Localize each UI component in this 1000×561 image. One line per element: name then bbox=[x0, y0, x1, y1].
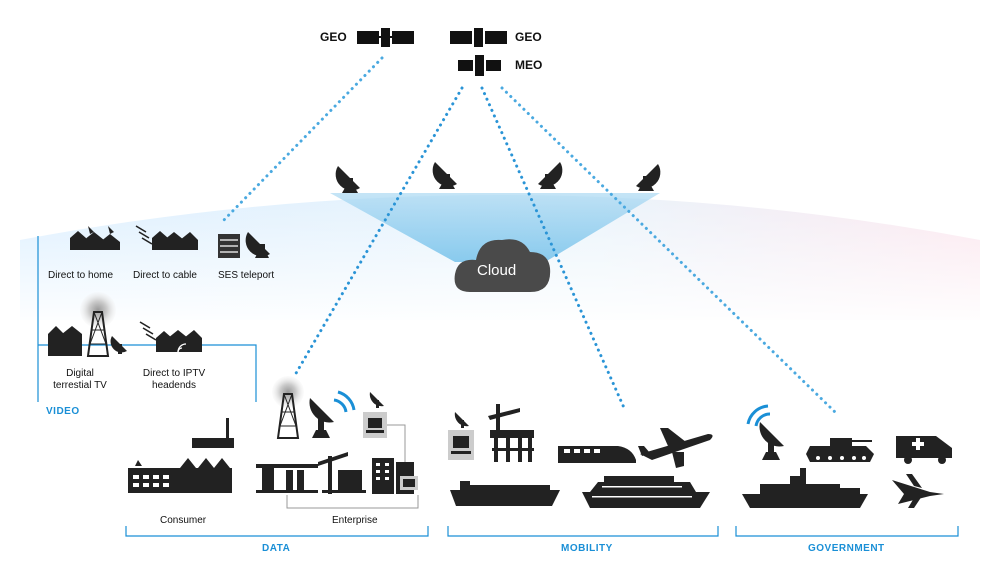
warship-icon bbox=[742, 468, 868, 508]
airplane-icon bbox=[638, 428, 713, 468]
satellite-meo-icon bbox=[458, 55, 501, 76]
consumer-building-icon bbox=[128, 458, 232, 493]
cloud-beam bbox=[330, 193, 660, 262]
oil-pumpjack-icon bbox=[318, 452, 366, 494]
cloud-label: Cloud bbox=[477, 262, 517, 279]
train-icon bbox=[558, 446, 636, 463]
video-item-iptv-headends-line1: Direct to IPTV bbox=[142, 368, 206, 379]
link-geo-to-video bbox=[220, 56, 384, 224]
satellite-geo-left-icon bbox=[357, 28, 414, 47]
video-item-digital-terrestrial-tv-line1: Digital bbox=[66, 368, 94, 379]
link-meo-to-data bbox=[293, 86, 464, 377]
oil-rig-icon bbox=[488, 404, 534, 462]
drone-icon bbox=[892, 474, 944, 508]
data-bracket bbox=[125, 526, 429, 537]
video-item-digital-terrestrial-tv-line2: terrestial TV bbox=[53, 380, 107, 391]
iptv-icon bbox=[139, 321, 202, 353]
teleport-icon bbox=[218, 232, 270, 258]
mobility-section-label: MOBILITY bbox=[561, 543, 613, 554]
data-consumer-label: Consumer bbox=[160, 515, 207, 526]
satellite-geo-right-label: GEO bbox=[515, 30, 542, 44]
armored-vehicle-icon bbox=[806, 438, 874, 462]
cell-tower-icon bbox=[272, 376, 304, 439]
dish-icon bbox=[432, 162, 457, 189]
houses-dish-icon bbox=[70, 226, 120, 250]
data-enterprise-label: Enterprise bbox=[332, 515, 378, 526]
gas-station-icon bbox=[256, 464, 318, 493]
video-item-iptv-headends-line2: headends bbox=[152, 380, 196, 391]
satellite-geo-left-label: GEO bbox=[320, 30, 347, 44]
ground-dishes bbox=[335, 162, 661, 193]
dish-icon bbox=[335, 166, 360, 193]
dish-icon bbox=[636, 164, 661, 191]
satellite-meo-label: MEO bbox=[515, 58, 543, 72]
link-meo-to-mobility bbox=[480, 86, 627, 412]
satellite-links bbox=[220, 56, 837, 414]
ambulance-icon bbox=[896, 436, 952, 464]
video-section-label: VIDEO bbox=[46, 406, 80, 417]
cruise-ship-icon bbox=[582, 476, 710, 508]
gov-wifi-dish-icon bbox=[746, 404, 784, 460]
dish-icon bbox=[538, 162, 563, 189]
video-bracket bbox=[37, 236, 257, 402]
government-section-label: GOVERNMENT bbox=[808, 543, 885, 554]
broadcast-tower-icon bbox=[48, 292, 127, 357]
router-icon bbox=[192, 418, 234, 448]
video-item-ses-teleport: SES teleport bbox=[218, 270, 275, 281]
video-item-direct-to-cable: Direct to cable bbox=[133, 270, 197, 281]
government-bracket bbox=[735, 526, 959, 537]
mobility-terminal-icon bbox=[448, 412, 474, 460]
cargo-ship-icon bbox=[450, 481, 560, 506]
data-section-label: DATA bbox=[262, 543, 291, 554]
cable-houses-icon bbox=[135, 225, 198, 250]
video-item-direct-to-home: Direct to home bbox=[48, 270, 114, 281]
mobility-bracket bbox=[447, 526, 719, 537]
video-item-iptv-headends: Direct to IPTV headends bbox=[132, 368, 216, 392]
office-building-icon bbox=[372, 458, 418, 494]
terminal-dish-icon bbox=[363, 392, 406, 470]
wifi-dish-icon bbox=[309, 390, 356, 438]
video-item-digital-terrestrial-tv: Digital terrestial TV bbox=[40, 368, 120, 392]
cloud-icon bbox=[454, 239, 551, 292]
link-meo-to-government bbox=[500, 86, 837, 414]
enterprise-bracket bbox=[286, 495, 419, 509]
satellite-geo-right-icon bbox=[450, 28, 507, 47]
